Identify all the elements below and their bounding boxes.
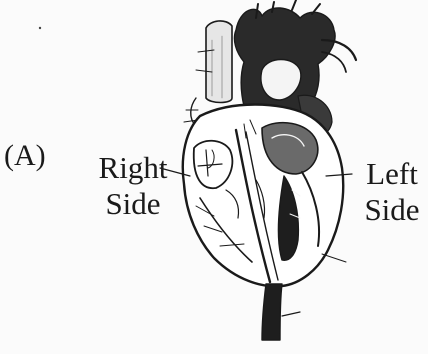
left-side-label: Left Side — [352, 156, 428, 228]
right-side-label-line2: Side — [78, 186, 188, 222]
right-side-label: Right Side — [78, 150, 188, 222]
panel-label: (A) — [4, 138, 46, 174]
right-side-label-line1: Right — [78, 150, 188, 186]
descending-aorta — [262, 284, 300, 340]
left-side-label-line1: Left — [352, 156, 428, 192]
speck-mark — [39, 27, 41, 29]
superior-vena-cava — [196, 21, 232, 103]
left-side-label-line2: Side — [352, 192, 428, 228]
